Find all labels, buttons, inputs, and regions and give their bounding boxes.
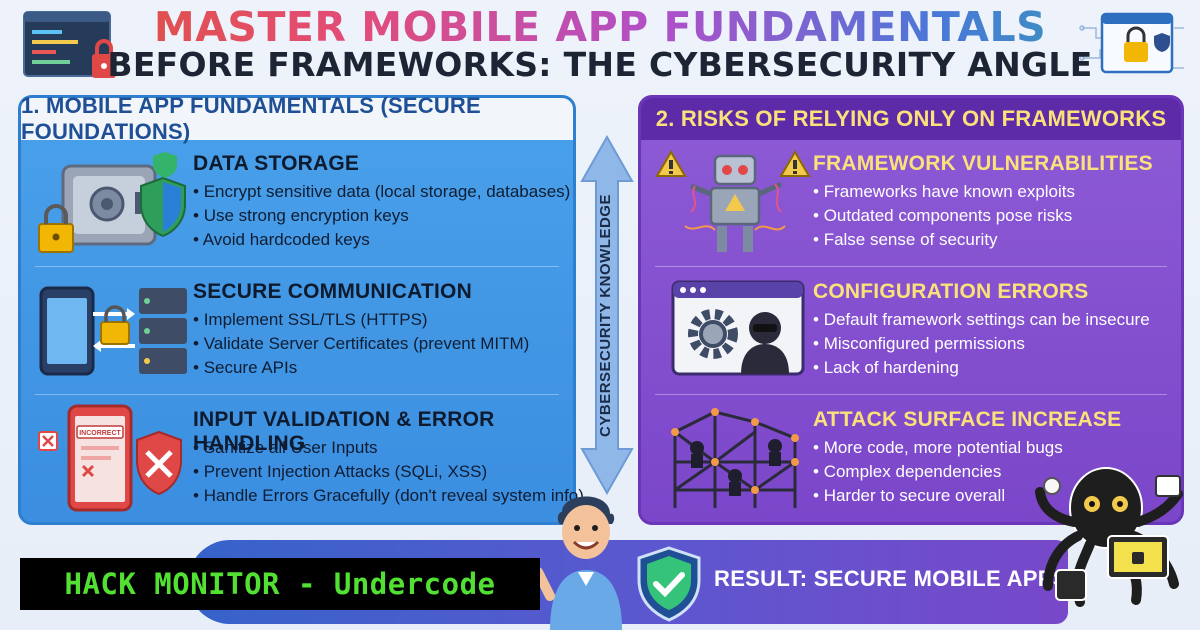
incorrect-badge: INCORRECT (79, 430, 121, 437)
page-subtitle: BEFORE FRAMEWORKS: THE CYBERSECURITY ANG… (107, 45, 1093, 84)
attack-surface-section: ATTACK SURFACE INCREASE More code, more … (641, 402, 1181, 524)
configuration-errors-heading: CONFIGURATION ERRORS (813, 280, 1089, 303)
code-window-lock-icon (23, 11, 116, 78)
list-item: Secure APIs (193, 356, 529, 380)
list-item: Use strong encryption keys (193, 204, 570, 228)
risks-panel: 2. RISKS OF RELYING ONLY ON FRAMEWORKS F… (638, 95, 1184, 525)
input-validation-list: Sanitize all User Inputs Prevent Injecti… (193, 436, 584, 508)
phone-server-lock-icon (39, 286, 187, 376)
list-item: Outdated components pose risks (813, 204, 1075, 228)
developer-avatar-icon (536, 496, 622, 630)
scaffold-hackers-icon (671, 408, 799, 508)
hack-monitor-banner: HACK MONITOR - Undercode (20, 558, 540, 610)
input-validation-section: INCORRECT INPUT VALIDATION & ERROR HANDL… (21, 402, 584, 524)
cybersecurity-knowledge-text: CYBERSECURITY KNOWLEDGE (596, 193, 614, 437)
fundamentals-header: 1. MOBILE APP FUNDAMENTALS (SECURE FOUND… (21, 93, 573, 144)
safe-lock-shield-icon (38, 152, 186, 253)
data-storage-heading: DATA STORAGE (193, 152, 360, 175)
configuration-errors-section: CONFIGURATION ERRORS Default framework s… (641, 274, 1181, 396)
framework-vulnerabilities-list: Frameworks have known exploits Outdated … (813, 180, 1075, 252)
secure-communication-list: Implement SSL/TLS (HTTPS) Validate Serve… (193, 308, 530, 380)
risks-header: 2. RISKS OF RELYING ONLY ON FRAMEWORKS (641, 98, 1181, 140)
browser-lock-icon (1079, 12, 1184, 74)
attack-surface-list: More code, more potential bugs Complex d… (813, 436, 1063, 508)
list-item: Lack of hardening (813, 356, 1150, 380)
broken-robot-warning-icon (655, 150, 811, 252)
list-item: Prevent Injection Attacks (SQLi, XSS) (193, 460, 584, 484)
framework-vulnerabilities-section: FRAMEWORK VULNERABILITIES Frameworks hav… (641, 146, 1181, 268)
double-arrow-icon (580, 135, 634, 495)
section-divider (655, 266, 1167, 267)
list-item: False sense of security (813, 228, 1075, 252)
section-divider (655, 394, 1167, 395)
section-divider (35, 266, 559, 267)
page-title: MASTER MOBILE APP FUNDAMENTALS (0, 4, 1200, 50)
list-item: Complex dependencies (813, 460, 1063, 484)
list-item: Handle Errors Gracefully (don't reveal s… (193, 484, 584, 508)
list-item: Implement SSL/TLS (HTTPS) (193, 308, 529, 332)
data-storage-section: DATA STORAGE Encrypt sensitive data (loc… (21, 146, 573, 268)
fundamentals-panel: 1. MOBILE APP FUNDAMENTALS (SECURE FOUND… (18, 93, 584, 525)
secure-communication-heading: SECURE COMMUNICATION (193, 280, 472, 303)
configuration-errors-list: Default framework settings can be insecu… (813, 308, 1150, 380)
list-item: Avoid hardcoded keys (193, 228, 570, 252)
phone-error-shield-icon: INCORRECT (38, 404, 182, 512)
hack-monitor-text: HACK MONITOR - Undercode (64, 567, 496, 601)
section-divider (35, 394, 559, 395)
list-item: More code, more potential bugs (813, 436, 1063, 460)
cybersecurity-knowledge-label: CYBERSECURITY KNOWLEDGE (590, 194, 620, 437)
list-item: Misconfigured permissions (813, 332, 1150, 356)
shield-check-icon (637, 546, 701, 622)
result-text: RESULT: SECURE MOBILE APPS (714, 566, 1068, 591)
data-storage-list: Encrypt sensitive data (local storage, d… (193, 180, 571, 252)
list-item: Validate Server Certificates (prevent MI… (193, 332, 530, 356)
attack-surface-heading: ATTACK SURFACE INCREASE (813, 408, 1122, 431)
list-item: Encrypt sensitive data (local storage, d… (193, 180, 571, 204)
octopus-hacker-icon (1035, 467, 1183, 607)
list-item: Frameworks have known exploits (813, 180, 1075, 204)
list-item: Default framework settings can be insecu… (813, 308, 1150, 332)
secure-communication-section: SECURE COMMUNICATION Implement SSL/TLS (… (21, 274, 573, 396)
list-item: Harder to secure overall (813, 484, 1063, 508)
framework-vulnerabilities-heading: FRAMEWORK VULNERABILITIES (813, 152, 1153, 175)
list-item: Sanitize all User Inputs (193, 436, 584, 460)
gear-window-hacker-icon (671, 280, 805, 376)
